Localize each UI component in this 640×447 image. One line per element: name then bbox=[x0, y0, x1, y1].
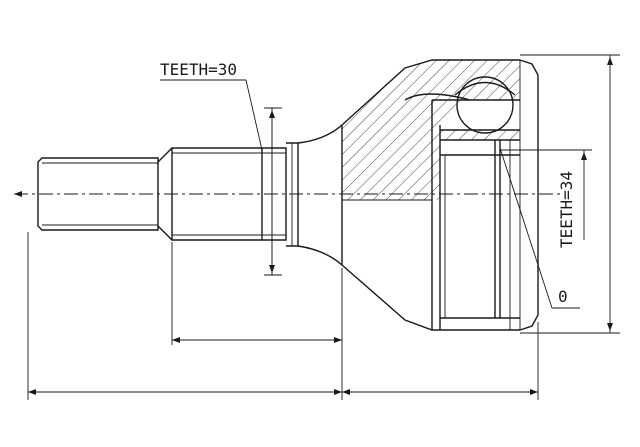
teeth-30-label: TEETH=30 bbox=[160, 60, 237, 79]
zero-marker-label: 0 bbox=[558, 287, 568, 306]
dimension-lines bbox=[28, 55, 613, 395]
threaded-stub bbox=[37, 147, 173, 241]
inner-race-and-ball bbox=[440, 76, 520, 330]
bell-housing bbox=[341, 59, 539, 331]
center-arrow bbox=[14, 191, 22, 197]
splined-shaft bbox=[171, 124, 343, 266]
extension-lines bbox=[27, 54, 620, 400]
teeth-34-label: TEETH=34 bbox=[557, 171, 576, 248]
leader-lines bbox=[160, 79, 580, 309]
